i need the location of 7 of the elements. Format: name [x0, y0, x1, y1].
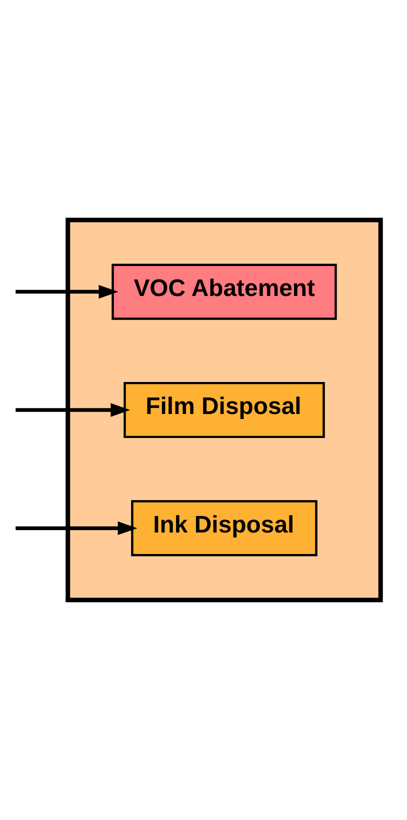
- cluster: [66, 218, 383, 602]
- node-box: VOC Abatement: [112, 264, 337, 320]
- arrow: [16, 284, 118, 299]
- node-box: Film Disposal: [124, 382, 325, 438]
- arrow: [16, 521, 138, 536]
- node-box: Ink Disposal: [131, 500, 318, 556]
- arrow: [16, 403, 130, 417]
